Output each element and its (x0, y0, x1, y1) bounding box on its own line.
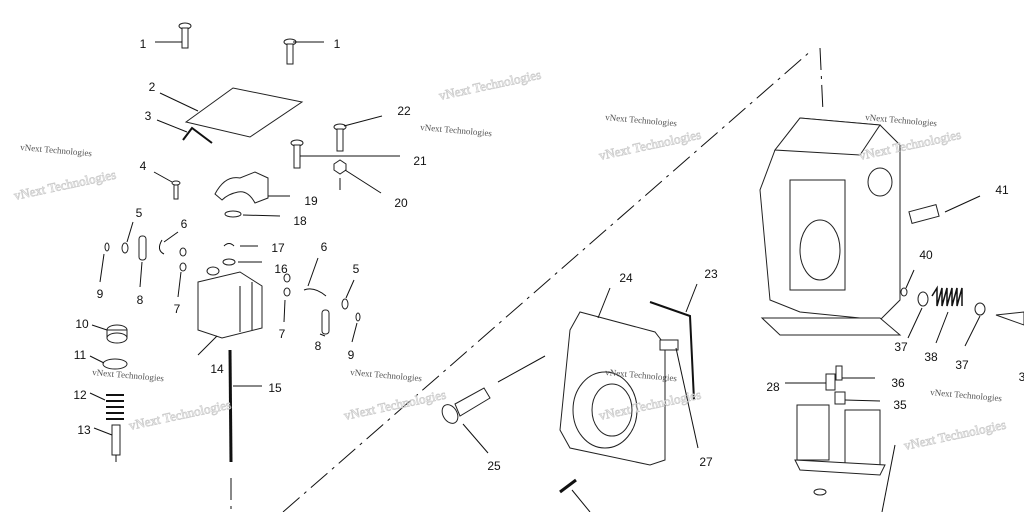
callout-label: 13 (77, 423, 91, 437)
centerline (282, 49, 813, 512)
callout-label: 3 (145, 109, 152, 123)
callout-label: 21 (413, 154, 427, 168)
ring-part-16 (222, 258, 262, 266)
callout-label: 10 (75, 317, 89, 331)
callout-label: 14 (210, 362, 224, 376)
callout-label: 8 (137, 293, 144, 307)
jet-parts (785, 365, 881, 405)
callout-label: 5 (353, 262, 360, 276)
callout-label: 1 (140, 37, 147, 51)
callout-label: 16 (274, 262, 288, 276)
callout-label: 9 (348, 348, 355, 362)
callout-labels: 1 1 2 22 3 21 4 20 19 5 6 18 17 6 16 5 9… (73, 37, 1024, 473)
callout-label: 41 (995, 183, 1009, 197)
callout-label: 9 (97, 287, 104, 301)
watermark-text: vNext Technologies (438, 67, 543, 103)
callout-label: 25 (487, 459, 501, 473)
small-parts-left (99, 221, 187, 298)
callout-label: 2 (149, 80, 156, 94)
spring-assembly-parts (900, 269, 1024, 347)
centerline (819, 47, 824, 113)
watermark-text: vNext Technologies (420, 122, 493, 138)
screw-part-21 (290, 139, 400, 169)
screw-part-4 (153, 171, 181, 200)
watermark-text: vNext Technologies (128, 397, 233, 433)
clip-part-17 (223, 243, 258, 247)
slide-part-14 (197, 266, 263, 356)
callout-label: 35 (893, 398, 907, 412)
screw-part-25 (441, 355, 546, 454)
carburetor-housing (759, 117, 902, 336)
watermark-text: vNext Technologies (20, 142, 93, 158)
callout-label: 4 (140, 159, 147, 173)
watermark-text: vNext Technologies (350, 367, 423, 383)
callout-label: 12 (73, 388, 87, 402)
gasket-part-23 (649, 283, 698, 401)
callout-label: 6 (321, 240, 328, 254)
callout-label: 5 (136, 206, 143, 220)
callout-label: 28 (766, 380, 780, 394)
callout-label: 27 (699, 455, 713, 469)
callout-label: 7 (174, 302, 181, 316)
carburetor-flange-part-24 (559, 287, 699, 466)
screw-part-22 (333, 115, 383, 152)
plate-part-2 (159, 87, 304, 138)
callout-label: 36 (891, 376, 905, 390)
watermark-text: vNext Technologies (605, 112, 678, 128)
callout-label: 7 (279, 327, 286, 341)
watermark-text: vNext Technologies (343, 387, 448, 423)
callout-label: 8 (315, 339, 322, 353)
callout-label: 1 (334, 37, 341, 51)
callout-label: 37 (955, 358, 969, 372)
callout-label: 37 (894, 340, 908, 354)
screw-part-1 (155, 22, 192, 49)
stack-parts-left (89, 324, 128, 462)
callout-label: 11 (74, 348, 87, 362)
pin-part (559, 478, 591, 512)
callout-label: 38 (924, 350, 938, 364)
clip-part-18 (224, 210, 281, 218)
float-parts (794, 404, 896, 512)
watermark-text: vNext Technologies (930, 387, 1003, 403)
watermark-text: vNext Technologies (92, 367, 165, 383)
callout-label: 22 (397, 104, 411, 118)
clamp-part-19 (214, 171, 290, 204)
fitting-part-41 (908, 195, 981, 225)
callout-label: 40 (919, 248, 933, 262)
watermark-text: vNext Technologies (598, 127, 703, 163)
small-parts-right (283, 257, 361, 343)
callout-label: 17 (271, 241, 285, 255)
watermark-text: vNext Technologies (13, 167, 118, 203)
needle-part-15 (228, 349, 262, 463)
callout-label: 19 (304, 194, 318, 208)
screw-part-1 (283, 38, 324, 65)
watermark-text: vNext Technologies (903, 417, 1008, 453)
callout-label: 24 (619, 271, 633, 285)
callout-label: 20 (394, 196, 408, 210)
callout-label: 3 (1019, 370, 1024, 384)
callout-label: 23 (704, 267, 718, 281)
callout-label: 15 (268, 381, 282, 395)
nut-part-20 (333, 159, 382, 194)
callout-label: 18 (293, 214, 307, 228)
callout-label: 6 (181, 217, 188, 231)
hex-key-part-3 (156, 119, 213, 144)
